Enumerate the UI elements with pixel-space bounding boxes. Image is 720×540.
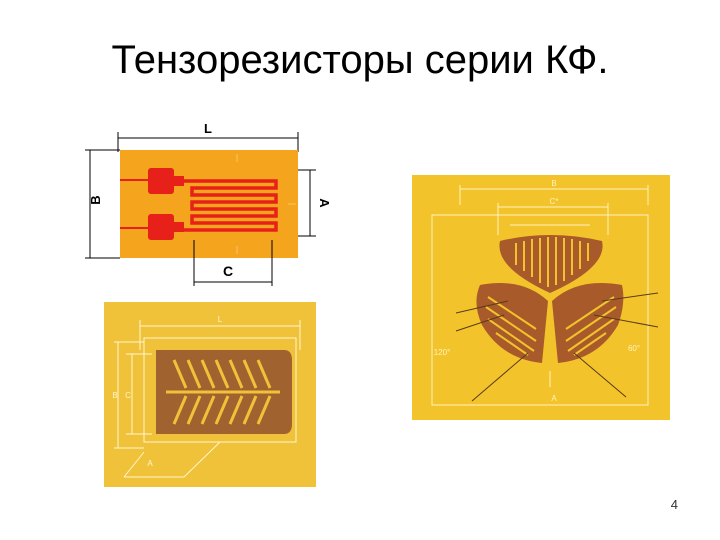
slide-page-number: 4 — [670, 497, 678, 512]
dimension-label-l: L — [204, 121, 212, 136]
substrate — [120, 150, 298, 258]
strain-gauge-diagram-chevron: L B C A — [104, 302, 316, 487]
angle-label-60: 60° — [628, 344, 640, 353]
dimension-label-c: C — [125, 391, 131, 400]
dimension-label-c: C — [223, 263, 233, 279]
strain-gauge-diagram-linear: L B A C — [82, 118, 342, 288]
dimension-label-a: A — [317, 198, 332, 208]
dimension-label-b: B — [551, 179, 556, 188]
dimension-label-l: L — [218, 315, 223, 324]
slide-title: Тензорезисторы серии КФ. — [111, 38, 609, 82]
strain-gauge-diagram-rosette: B C* A 120° 60° — [412, 175, 670, 420]
contact-pad — [148, 214, 174, 240]
contact-pad — [148, 168, 174, 194]
dimension-label-b: B — [112, 391, 117, 400]
dimension-label-b: B — [88, 195, 103, 204]
angle-label-120: 120° — [434, 348, 451, 357]
dimension-label-c: C* — [550, 197, 559, 206]
dimension-label-a: A — [147, 459, 153, 468]
dimension-label-a: A — [551, 394, 557, 403]
conductor-grid — [184, 179, 278, 232]
